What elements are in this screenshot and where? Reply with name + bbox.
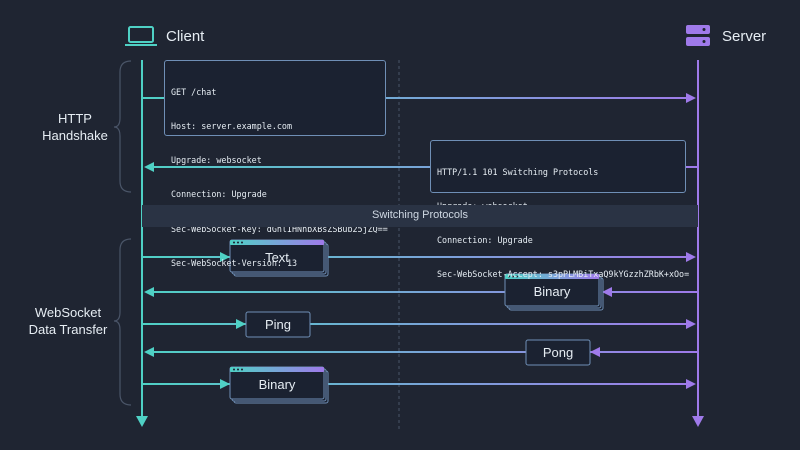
server-lifeline	[692, 60, 704, 427]
handshake-response-box: HTTP/1.1 101 Switching Protocols Upgrade…	[430, 140, 689, 279]
server-icon	[686, 25, 710, 46]
frame-label-binary-out: Binary	[258, 377, 296, 392]
server-label: Server	[722, 28, 767, 45]
arrowhead-pong-box	[590, 347, 600, 357]
text-frame-box	[229, 239, 329, 277]
frame-label-ping: Ping	[264, 317, 292, 332]
arrowhead-binary-box	[220, 379, 230, 389]
arrowhead-binary-in-box	[602, 287, 612, 297]
frame-arrow-pong	[144, 347, 698, 357]
pong-frame-box	[525, 339, 591, 366]
switching-protocols-label: Switching Protocols	[372, 209, 468, 221]
frame-label-pong: Pong	[542, 345, 574, 360]
laptop-icon	[125, 26, 157, 46]
handshake-bracket	[113, 60, 132, 193]
handshake-request-box: GET /chat Host: server.example.com Upgra…	[164, 60, 388, 268]
frame-label-text: Text	[265, 250, 289, 265]
arrowhead-ping-box	[236, 319, 246, 329]
client-lifeline	[136, 60, 148, 427]
binary-in-frame-box	[504, 273, 604, 311]
data-transfer-bracket	[113, 238, 132, 406]
handshake-section-label: HTTP Handshake	[42, 111, 108, 143]
ping-frame-box	[245, 311, 311, 338]
switching-protocols-band	[142, 205, 698, 227]
arrowhead-text-box	[220, 252, 230, 262]
client-label: Client	[166, 28, 205, 45]
frame-arrow-ping	[142, 319, 696, 329]
frame-label-binary-in: Binary	[533, 284, 571, 299]
data-transfer-section-label: WebSocket Data Transfer	[28, 305, 108, 337]
binary-out-frame-box	[229, 366, 329, 404]
